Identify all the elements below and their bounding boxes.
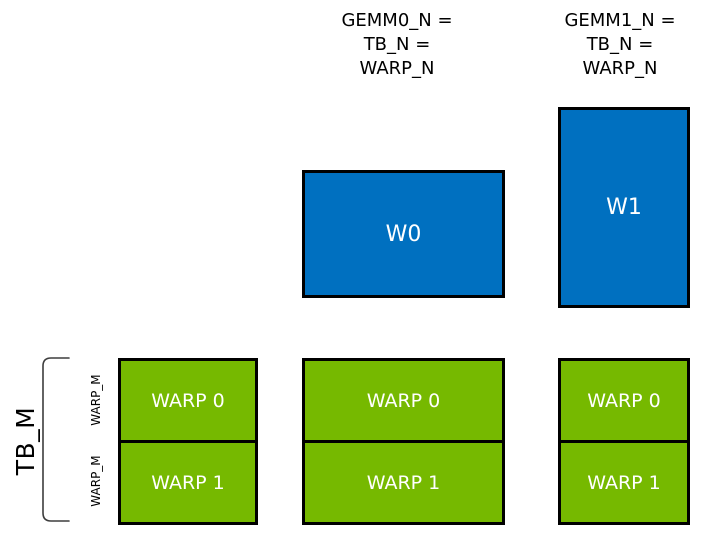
warp1-cell-middle-label: WARP 1	[366, 471, 441, 494]
gemm1-header-line3: WARP_N	[582, 58, 658, 79]
tb-m-label: TB_M	[10, 406, 40, 476]
warp1-cell-left-label: WARP 1	[151, 471, 225, 494]
warp-column-middle: WARP 0 WARP 1	[302, 358, 505, 525]
gemm0-header-line3: WARP_N	[359, 58, 435, 79]
tb-m-bracket	[42, 357, 70, 522]
warp0-cell-right: WARP 0	[561, 361, 687, 443]
gemm1-column-header: GEMM1_N = TB_N = WARP_N	[554, 9, 686, 81]
warp-column-left: WARP 0 WARP 1	[118, 358, 258, 525]
warp0-cell-right-label: WARP 0	[587, 389, 661, 412]
warp1-cell-right: WARP 1	[561, 443, 687, 522]
gemm1-header-line2: TB_N =	[586, 34, 654, 55]
w1-tile-label: W1	[606, 195, 642, 220]
warp1-cell-right-label: WARP 1	[587, 471, 661, 494]
gemm0-header-line1: GEMM0_N =	[341, 10, 453, 31]
warp0-cell-left: WARP 0	[121, 361, 255, 443]
warp0-cell-middle-label: WARP 0	[366, 389, 441, 412]
warp-column-right: WARP 0 WARP 1	[558, 358, 690, 525]
warp-m-bottom-label: WARP_M	[89, 455, 103, 507]
gemm0-column-header: GEMM0_N = TB_N = WARP_N	[297, 9, 497, 81]
gemm1-header-line1: GEMM1_N =	[564, 10, 676, 31]
w1-tile: W1	[558, 107, 690, 308]
warp1-cell-middle: WARP 1	[305, 443, 502, 522]
w0-tile: W0	[302, 170, 505, 298]
warp-m-top-label: WARP_M	[89, 374, 103, 426]
warp0-cell-left-label: WARP 0	[151, 389, 225, 412]
warp1-cell-left: WARP 1	[121, 443, 255, 522]
warp0-cell-middle: WARP 0	[305, 361, 502, 443]
w0-tile-label: W0	[385, 221, 422, 247]
gemm0-header-line2: TB_N =	[363, 34, 431, 55]
